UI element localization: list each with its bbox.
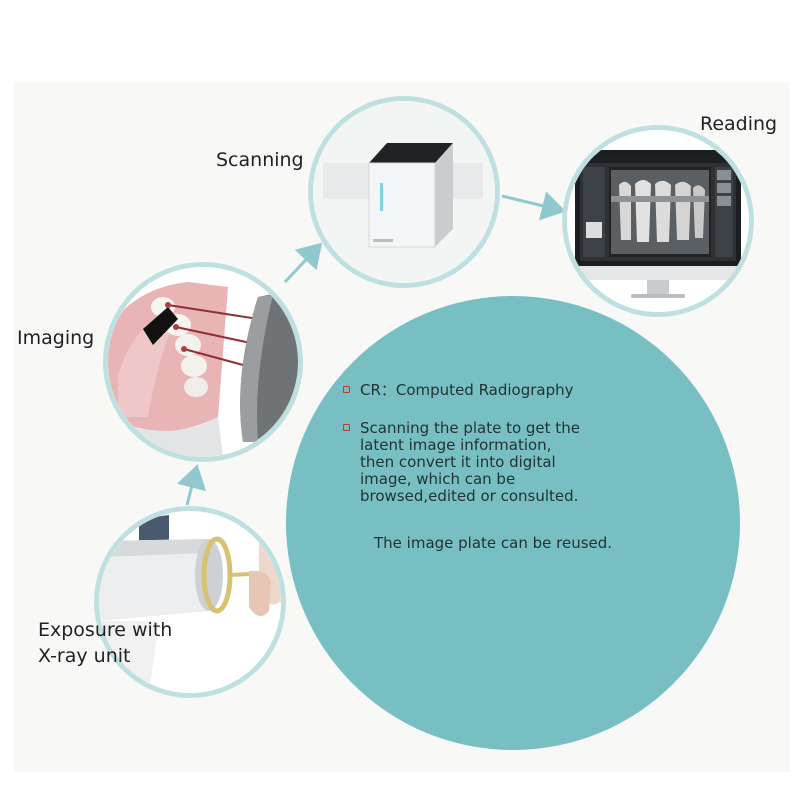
step-label-reading: Reading [700,113,778,135]
arrow-scanning-to-reading [501,191,566,221]
bullet-item-cr: CR：Computed Radiography [343,381,574,399]
bullet-line: image, which can be [360,470,516,488]
scanner-device-image [313,101,495,283]
teeth-model-image [108,267,298,457]
step-label-exposure-line2: X-ray unit [38,644,131,667]
bullet-line: then convert it into digital [360,453,556,471]
exposure-photo [94,506,286,698]
info-circle [286,296,740,750]
bullet-marker-icon [343,386,350,393]
bullet-item-scanning: Scanning the plate to get the latent ima… [343,419,580,505]
xray-tube-image [99,511,281,693]
bullet-marker-icon [343,424,350,431]
reading-photo [562,125,754,317]
bullet-cr-text: CR：Computed Radiography [360,381,574,399]
reuse-note: The image plate can be reused. [374,534,613,552]
step-label-imaging: Imaging [17,327,95,349]
scanning-photo [308,96,500,288]
step-label-exposure-line1: Exposure with [38,619,173,641]
step-label-exposure: Exposure with X-ray unit [38,618,172,669]
arrow-exposure-to-imaging [176,464,207,506]
step-label-scanning: Scanning [216,149,304,171]
monitor-xray-image [567,130,749,312]
bullet-line: latent image information, [360,436,552,454]
bullet-line: browsed,edited or consulted. [360,487,579,505]
imaging-photo [103,262,303,462]
bullet-line: Scanning the plate to get the [360,419,580,437]
arrow-imaging-to-scanning [283,242,323,284]
